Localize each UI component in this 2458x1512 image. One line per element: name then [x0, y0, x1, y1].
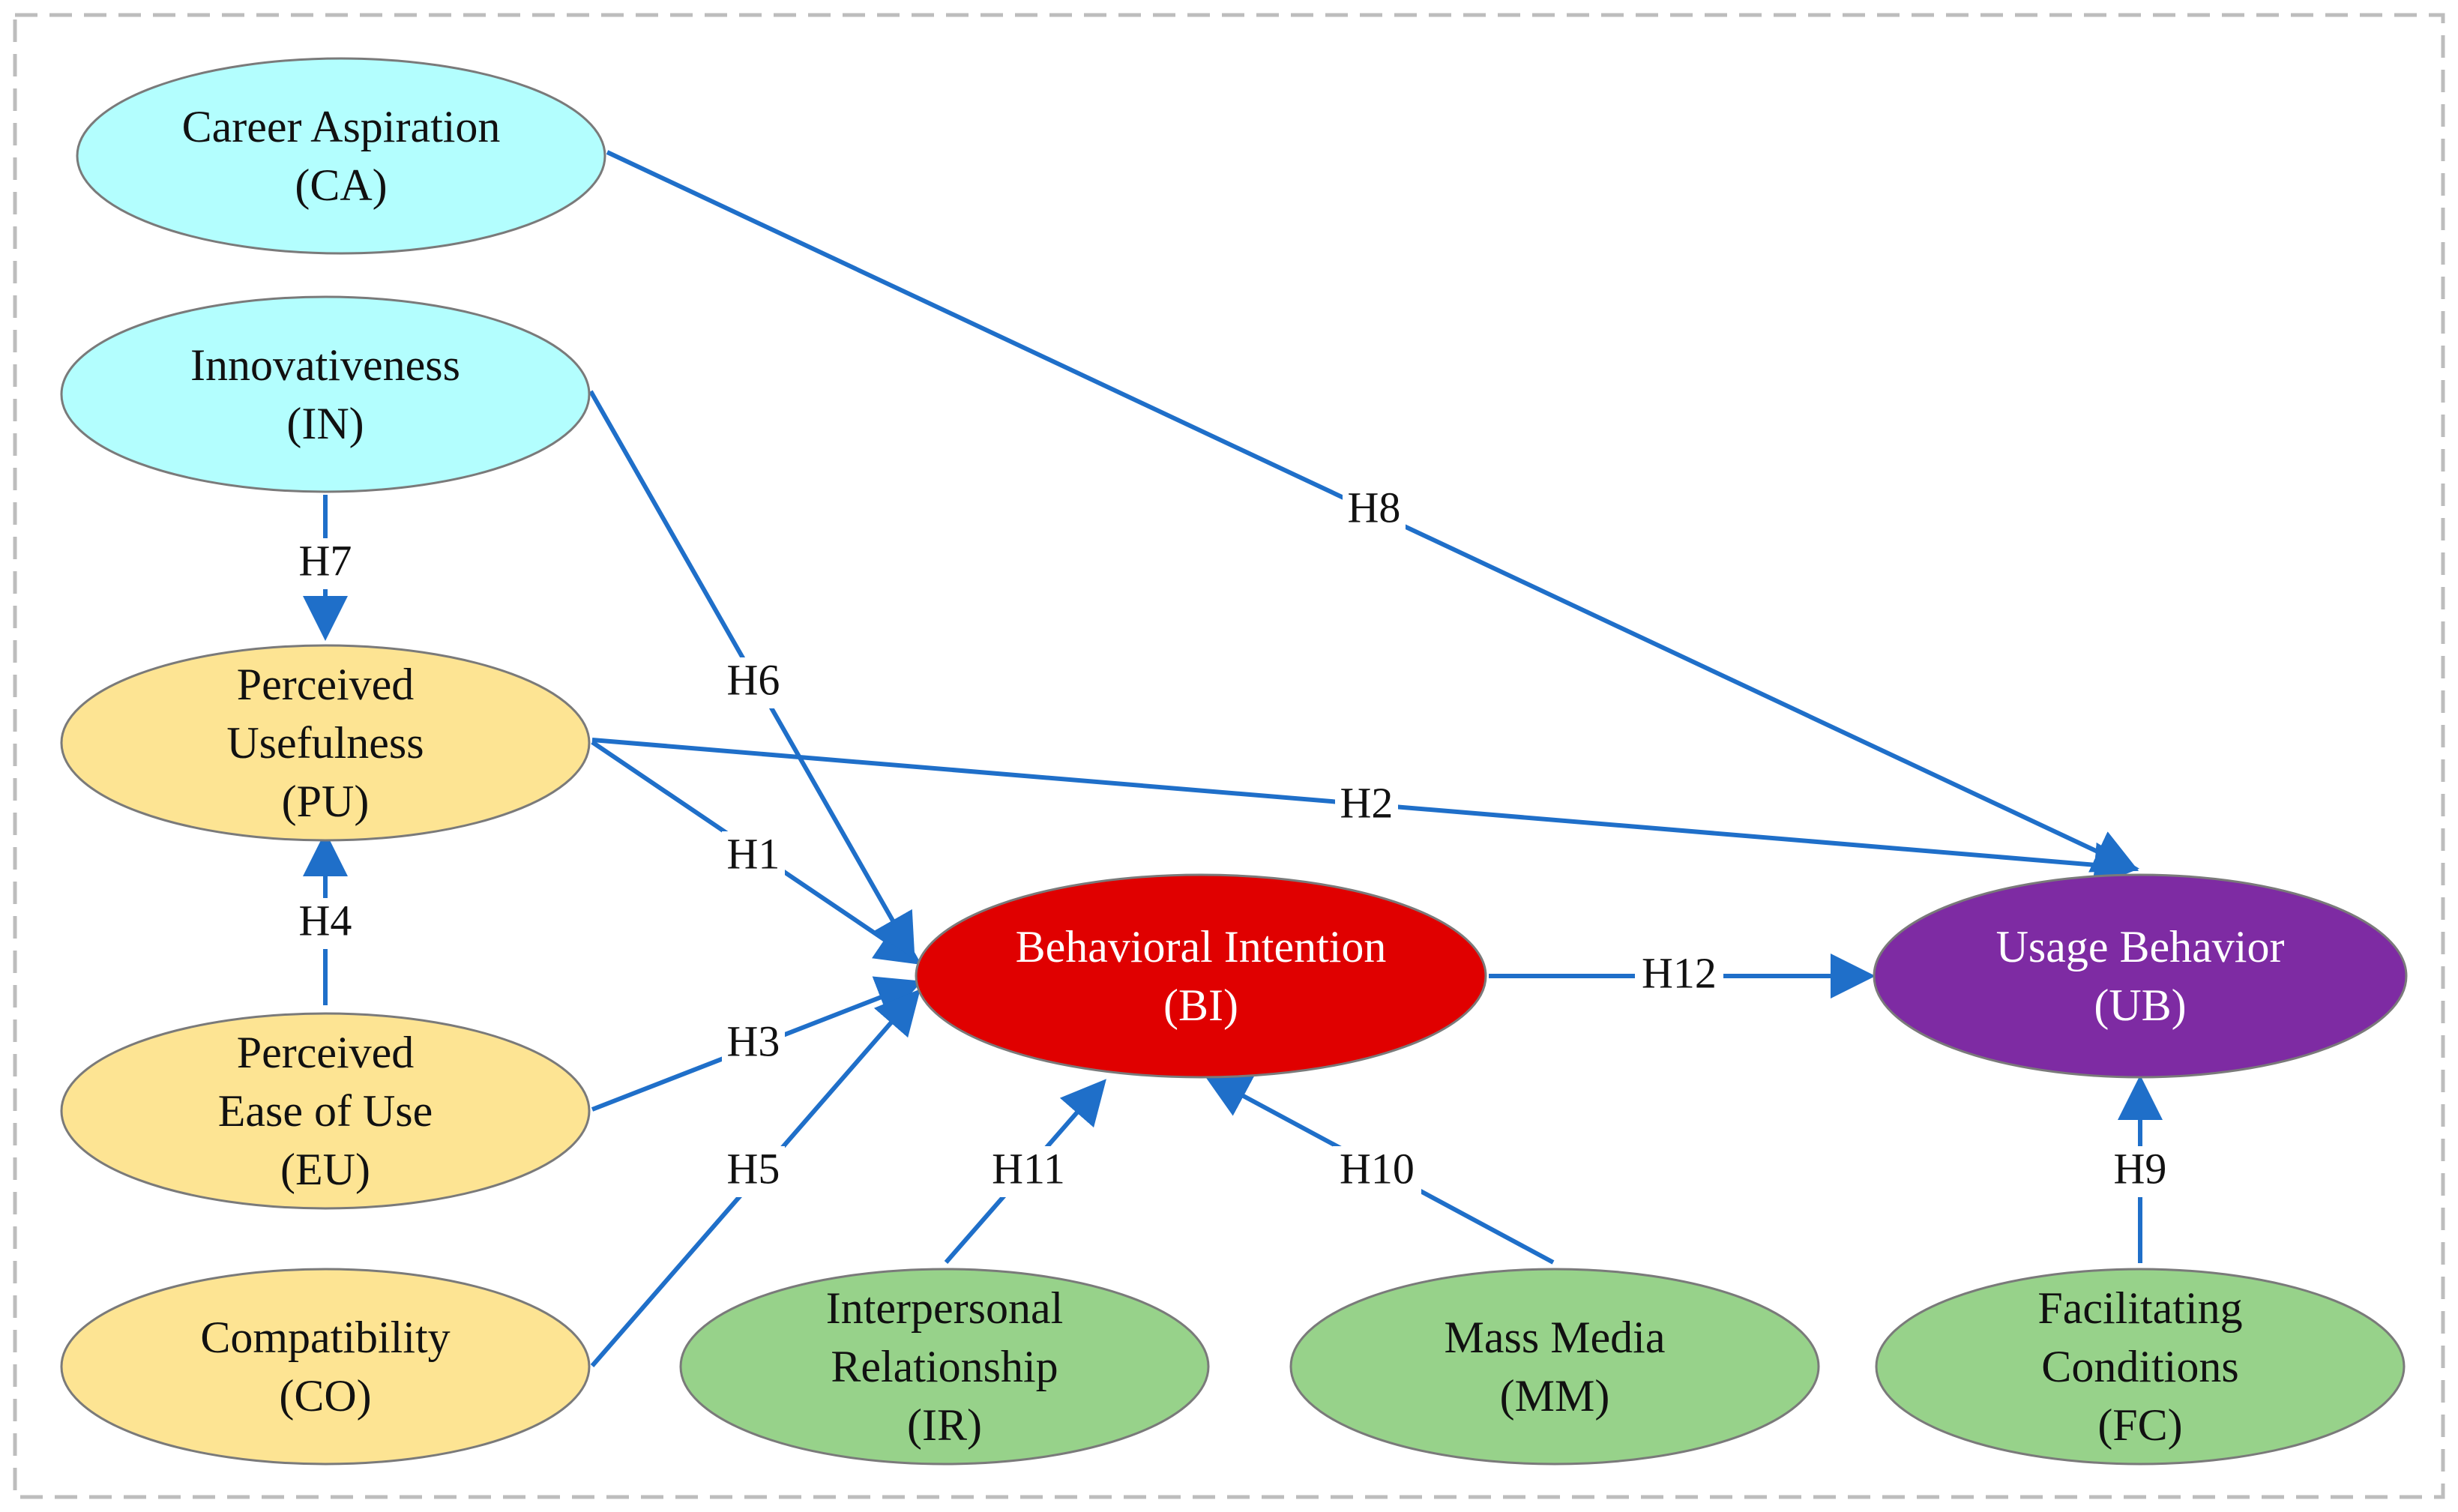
node-in: Innovativeness (IN)	[60, 295, 591, 493]
node-label-bi-line-2: (BI)	[1163, 981, 1238, 1030]
node-label-in-line-2: (IN)	[286, 399, 364, 448]
node-label-co-line-2: (CO)	[279, 1371, 371, 1421]
node-ellipse-bi	[915, 873, 1487, 1079]
edge-label-background-h12	[1635, 951, 1723, 1002]
hypothesis-label-h3: H3	[727, 1016, 780, 1065]
node-label-fc-line-3: (FC)	[2097, 1400, 2182, 1450]
hypothesis-label-h6: H6	[727, 655, 780, 704]
node-label-mm-line-2: (MM)	[1500, 1371, 1610, 1421]
node-label-eu-line-2: Ease of Use	[218, 1086, 433, 1136]
node-label-bi-line-1: Behavioral Intention	[1016, 922, 1387, 972]
node-label-ca-line-1: Career Aspiration	[182, 102, 501, 151]
node-ellipse-eu	[60, 1012, 591, 1210]
node-label-ca-line-2: (CA)	[295, 160, 387, 210]
hypothesis-label-h11: H11	[992, 1144, 1065, 1193]
node-label-fc-line-2: Conditions	[2041, 1342, 2238, 1391]
node-ellipse-ca	[76, 57, 606, 255]
node-label-fc-line-1: Facilitating	[2037, 1283, 2242, 1333]
node-ellipse-ir	[679, 1268, 1210, 1466]
node-ub: Usage Behavior (UB)	[1873, 873, 2408, 1079]
edge-label-background-h3	[722, 1019, 785, 1070]
edge-label-background-h7	[294, 538, 357, 589]
node-co: Compatibility (CO)	[60, 1268, 591, 1466]
hypothesis-label-h4: H4	[299, 896, 352, 945]
hypothesis-label-h1: H1	[727, 829, 780, 878]
node-label-pu-line-1: Perceived	[237, 660, 415, 709]
hypothesis-label-h12: H12	[1642, 948, 1717, 997]
node-label-pu-line-3: (PU)	[282, 777, 370, 826]
node-label-ir-line-1: Interpersonal	[826, 1283, 1064, 1333]
node-label-ir-line-2: Relationship	[831, 1342, 1058, 1391]
node-ellipse-pu	[60, 644, 591, 842]
node-ellipse-co	[60, 1268, 591, 1466]
node-label-in-line-1: Innovativeness	[190, 340, 460, 390]
edge-label-background-h11	[984, 1146, 1073, 1197]
node-label-eu-line-1: Perceived	[237, 1028, 415, 1077]
node-mm: Mass Media (MM)	[1289, 1268, 1820, 1466]
nodes-layer: Career Aspiration (CA) Innovativeness (IN) P…	[60, 57, 2408, 1466]
hypothesis-label-h5: H5	[727, 1144, 780, 1193]
diagram-frame	[13, 13, 2445, 1499]
hypothesis-label-h7: H7	[299, 536, 352, 585]
node-ellipse-ub	[1873, 873, 2408, 1079]
node-ellipse-fc	[1875, 1268, 2406, 1466]
node-bi: Behavioral Intention (BI)	[915, 873, 1487, 1079]
edge-label-background-h4	[294, 898, 357, 949]
edge-label-background-h10	[1333, 1146, 1421, 1197]
node-label-eu-line-3: (EU)	[280, 1145, 370, 1194]
hypothesis-label-h9: H9	[2114, 1144, 2167, 1193]
node-ellipse-mm	[1289, 1268, 1820, 1466]
edge-label-background-h5	[722, 1146, 785, 1197]
node-label-ub-line-2: (UB)	[2094, 981, 2186, 1030]
node-ellipse-in	[60, 295, 591, 493]
node-label-mm-line-1: Mass Media	[1445, 1313, 1666, 1362]
edge-label-background-h9	[2109, 1146, 2172, 1197]
node-label-ir-line-3: (IR)	[907, 1400, 982, 1450]
node-ca: Career Aspiration (CA)	[76, 57, 606, 255]
edge-label-background-h2	[1335, 780, 1398, 831]
hypothesis-label-h10: H10	[1340, 1144, 1415, 1193]
node-label-pu-line-2: Usefulness	[226, 718, 424, 768]
edge-label-background-h8	[1343, 485, 1406, 536]
edge-label-background-h6	[722, 657, 785, 708]
hypothesis-label-h8: H8	[1348, 483, 1401, 531]
node-label-co-line-1: Compatibility	[200, 1313, 450, 1362]
hypothesis-label-h2: H2	[1340, 778, 1394, 827]
edges-layer	[303, 150, 2163, 1367]
node-label-ub-line-1: Usage Behavior	[1996, 922, 2285, 972]
edge-label-background-h1	[722, 831, 785, 882]
